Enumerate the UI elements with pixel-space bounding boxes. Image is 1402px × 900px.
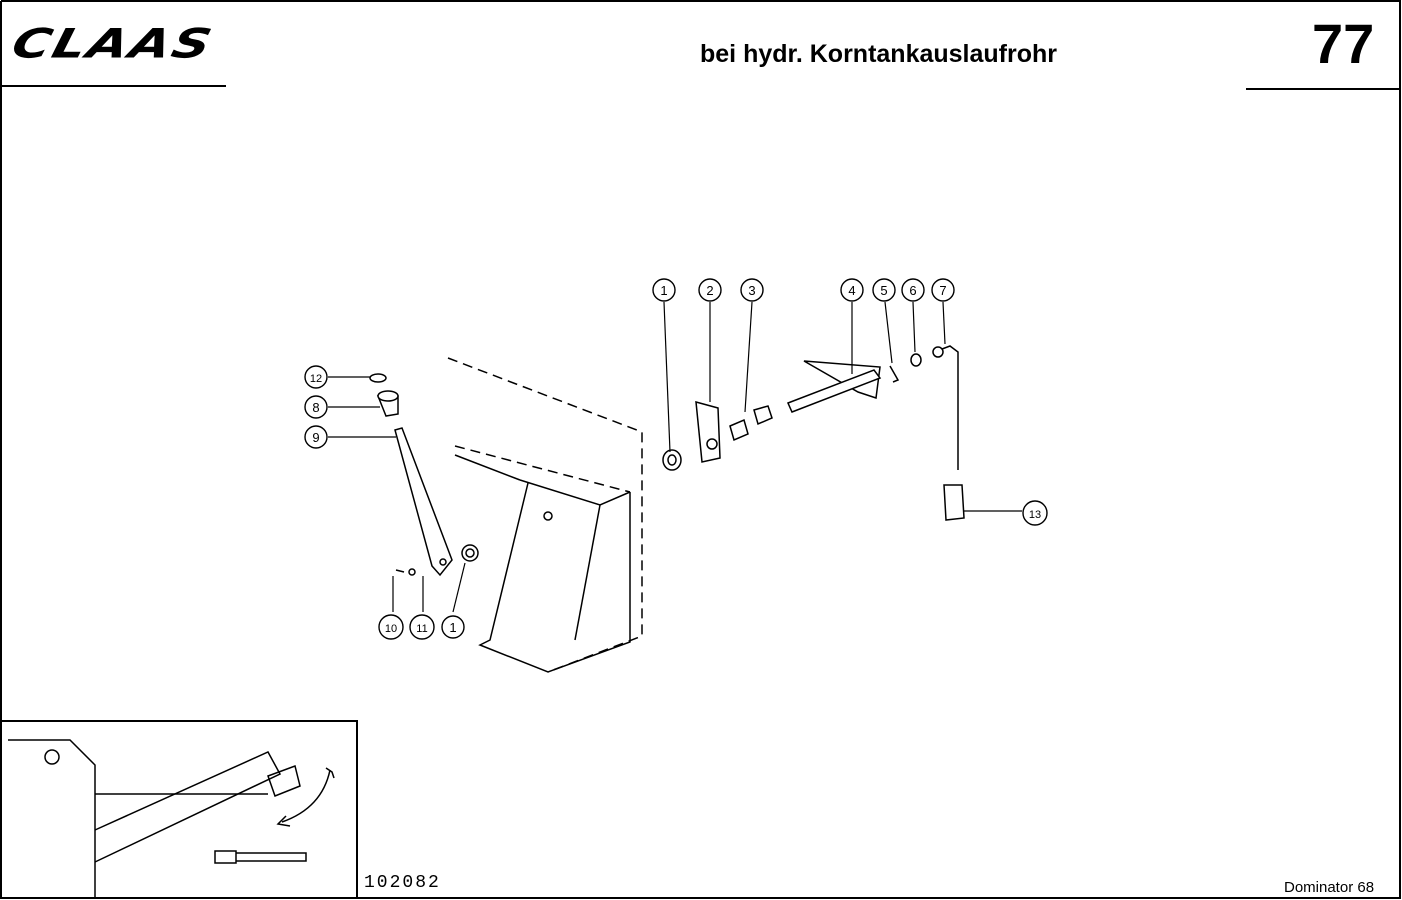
inset-detail bbox=[2, 720, 358, 898]
brand-wordmark: CLAAS bbox=[7, 20, 219, 68]
lever-assembly bbox=[369, 373, 479, 577]
callout-11: 11 bbox=[416, 623, 427, 635]
callout-13: 13 bbox=[1029, 509, 1041, 521]
callout-8: 8 bbox=[312, 400, 319, 415]
shaft-4 bbox=[786, 360, 882, 413]
callout-2: 2 bbox=[706, 283, 713, 298]
lever-9 bbox=[394, 427, 453, 577]
rod-7 bbox=[932, 345, 959, 470]
callout-9: 9 bbox=[312, 430, 319, 445]
callout-1-left: 1 bbox=[449, 620, 456, 635]
callout-4: 4 bbox=[848, 283, 855, 298]
o-ring-12 bbox=[369, 373, 387, 383]
callout-3: 3 bbox=[748, 283, 755, 298]
pin-5 bbox=[889, 365, 900, 383]
callout-7: 7 bbox=[939, 283, 946, 298]
clevis-13 bbox=[943, 484, 965, 521]
callout-labels: 1 2 3 4 5 6 7 12 8 9 10 11 1 13 bbox=[310, 283, 1041, 635]
claas-logo: CLAAS bbox=[7, 14, 232, 70]
shaft-parts bbox=[662, 345, 965, 521]
callout-12: 12 bbox=[310, 373, 322, 385]
page-title: bei hydr. Korntankauslaufrohr bbox=[700, 40, 1058, 68]
callout-circles bbox=[304, 278, 1048, 640]
callout-1-right: 1 bbox=[660, 283, 667, 298]
page-number: 77 bbox=[1312, 12, 1375, 75]
model-label: Dominator 68 bbox=[1284, 879, 1375, 896]
grain-tank-outline bbox=[447, 357, 643, 673]
callout-10: 10 bbox=[385, 623, 397, 635]
plate-2 bbox=[695, 400, 721, 463]
washer-6 bbox=[910, 353, 922, 367]
leader-lines bbox=[328, 301, 1022, 613]
springs-3 bbox=[729, 405, 773, 442]
drawing-number: 102082 bbox=[364, 873, 441, 893]
callout-5: 5 bbox=[880, 283, 887, 298]
callout-6: 6 bbox=[909, 283, 916, 298]
